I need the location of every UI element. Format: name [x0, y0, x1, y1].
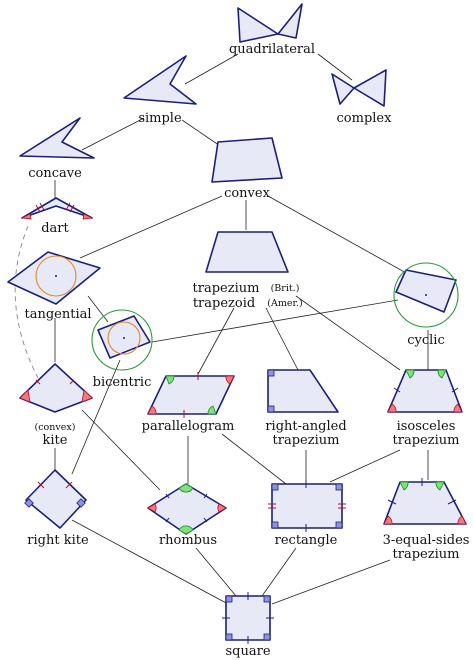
edge-right-kite-square — [71, 519, 229, 605]
label-isosceles-2: trapezium — [393, 433, 460, 448]
edge-quadrilateral-complex — [317, 53, 353, 81]
label-rhombus: rhombus — [159, 533, 217, 548]
rhombus-shape — [147, 483, 227, 535]
edge-trapezium-right-angled — [265, 307, 299, 371]
tangential-shape — [7, 251, 101, 305]
dart-shape — [20, 197, 94, 220]
edge-convex-tangential — [79, 195, 223, 259]
edge-convex-cyclic — [267, 195, 409, 275]
quadrilateral-shape — [237, 3, 303, 43]
edge-kite-rhombus — [81, 409, 161, 491]
bicentric-shape — [91, 309, 153, 371]
edge-trapezium-parallelogram — [197, 307, 235, 375]
label-tangential: tangential — [24, 307, 91, 322]
edge-rectangle-square — [261, 547, 297, 597]
cyclic-shape — [393, 262, 459, 328]
label-dart: dart — [41, 221, 69, 236]
right-kite-shape — [24, 469, 87, 529]
label-right-angled-2: trapezium — [273, 433, 340, 448]
label-square: square — [225, 644, 270, 659]
concave-shape — [19, 117, 95, 159]
isosceles-trapezium-shape — [387, 369, 463, 413]
label-trapezium-brit: (Brit.) — [271, 283, 300, 294]
trapezium-shape — [205, 231, 289, 273]
label-trapezoid: trapezoid — [193, 296, 255, 311]
complex-shape — [331, 69, 387, 107]
edges — [14, 53, 429, 605]
label-isosceles-1: isosceles — [397, 419, 456, 434]
label-kite-prefix: (convex) — [35, 422, 76, 433]
label-rectangle: rectangle — [275, 533, 338, 548]
label-3equal-2: trapezium — [393, 547, 460, 562]
three-equal-sides-trapezium-shape — [383, 478, 467, 525]
edge-isosceles-rectangle — [329, 449, 401, 483]
edge-trapezium-isosceles — [295, 295, 401, 371]
edge-simple-concave — [81, 117, 145, 151]
simple-shape — [123, 55, 197, 105]
edge-quadrilateral-simple — [184, 53, 239, 85]
label-parallelogram: parallelogram — [142, 419, 235, 434]
convex-shape — [211, 137, 283, 183]
label-concave: concave — [28, 166, 82, 181]
labels: quadrilateral complex simple concave con… — [24, 42, 469, 659]
edge-cyclic-bicentric — [151, 299, 399, 343]
label-quadrilateral: quadrilateral — [229, 42, 315, 57]
edge-tangential-bicentric — [87, 295, 109, 323]
right-angled-trapezium-shape — [267, 369, 339, 413]
label-simple: simple — [138, 111, 182, 126]
label-trapezoid-amer: (Amer.) — [267, 298, 302, 309]
label-kite: kite — [43, 433, 68, 448]
label-cyclic: cyclic — [407, 333, 445, 348]
label-trapezium: trapezium — [193, 281, 260, 296]
edge-3equal-square — [271, 559, 391, 605]
label-right-angled-1: right-angled — [265, 419, 346, 434]
square-shape — [222, 592, 274, 644]
edge-dart-kite-dashed — [14, 225, 39, 379]
label-convex: convex — [224, 186, 271, 201]
parallelogram-shape — [147, 372, 235, 418]
edge-rhombus-square — [195, 547, 237, 597]
rectangle-shape — [268, 480, 346, 532]
label-bicentric: bicentric — [93, 375, 152, 390]
edge-parallelogram-rectangle — [221, 433, 287, 485]
label-3equal-1: 3-equal-sides — [383, 533, 470, 548]
edge-bicentric-right-kite — [71, 359, 121, 475]
label-right-kite: right kite — [27, 533, 89, 548]
label-complex: complex — [337, 111, 393, 126]
kite-shape — [19, 363, 93, 413]
